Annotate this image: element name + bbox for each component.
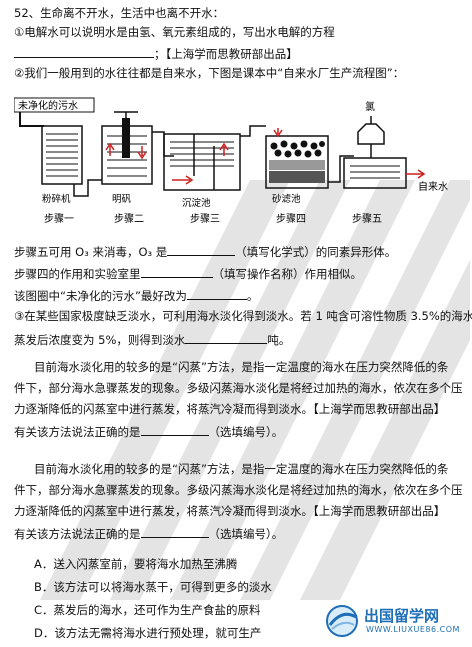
label-sand-filter: 砂滤池	[272, 193, 301, 205]
label-step-2: 步骤二	[114, 213, 144, 225]
option-b[interactable]: B．该方法可以将海水蒸干，可得到更多的淡水	[34, 580, 272, 594]
para1-line-1: 目前海水淡化用的较多的是“闪蒸”方法，是指一定温度的海水在压力突然降低的条	[34, 360, 449, 374]
step4-blank[interactable]	[140, 265, 213, 278]
part3-line-2: 蒸发后浓度变为 5%，则得到淡水吨。	[14, 331, 291, 347]
label-chlorine: 氯	[365, 100, 375, 113]
part1-answer-line: ；【上海学而思教研部出品】	[14, 45, 298, 62]
para2-line-1: 目前海水淡化用的较多的是“闪蒸”方法，是指一定温度的海水在压力突然降低的条	[34, 462, 449, 476]
water-plant-diagram: 未净化的污水	[14, 97, 448, 225]
logo-title: 出国留学网	[364, 607, 440, 625]
para1-blank[interactable]	[140, 423, 209, 436]
label-step-4: 步骤四	[276, 213, 306, 225]
para2-line-2: 件下，部分海水急骤蒸发的现象。多级闪蒸海水淡化是将经过加热的海水，依次在多个压	[14, 483, 463, 497]
question-title: 52、生命离不开水，生活中也离不开水：	[14, 6, 225, 20]
option-d[interactable]: D．该方法无需将海水进行预处理，就可生产	[34, 626, 262, 640]
change-blank[interactable]	[186, 287, 247, 300]
para2-blank[interactable]	[140, 525, 209, 538]
o3-blank[interactable]	[167, 243, 236, 256]
part3-line-1: ③在某些国家极度缺乏淡水，可利用海水淡化得到淡水。若 1 吨含可溶性物质 3.5…	[14, 309, 472, 323]
equation-blank[interactable]	[14, 45, 154, 58]
part2-text: ②我们一般用到的水往往都是自来水，下图是课本中“自来水厂生产流程图”：	[14, 66, 405, 80]
label-step-1: 步骤一	[44, 213, 74, 225]
part1-text: ①电解水可以说明水是由氢、氧元素组成的，写出水电解的方程	[14, 25, 335, 39]
change-question: 该图圈中“未净化的污水”最好改为。	[14, 287, 259, 303]
freshwater-blank[interactable]	[185, 331, 268, 344]
para1-line-4: 有关该方法说法正确的是（选填编号）。	[14, 423, 284, 439]
site-logo: 出国留学网 WWW.LIUXUE86.COM	[324, 603, 464, 639]
para2-line-3: 力逐渐降低的闪蒸室中进行蒸发，将蒸汽冷凝而得到淡水。【上海学而思教研部出品】	[14, 504, 446, 518]
label-step-5: 步骤五	[352, 213, 382, 225]
o3-question: 步骤五可用 O₃ 来消毒，O₃ 是（填写化学式）的同素异形体。	[14, 243, 397, 259]
para2-line-4: 有关该方法说法正确的是（选填编号）。	[14, 525, 284, 541]
label-settling: 沉淀池	[182, 197, 211, 209]
step4-question: 步骤四的作用和实验室里（填写操作名称）作用相似。	[14, 265, 362, 281]
label-raw-water: 未净化的污水	[18, 99, 78, 112]
para1-line-2: 件下，部分海水急骤蒸发的现象。多级闪蒸海水淡化是将经过加热的海水，依次在多个压	[14, 381, 463, 395]
label-crusher: 粉碎机	[42, 193, 71, 205]
label-tap-water: 自来水	[418, 180, 448, 193]
logo-url: WWW.LIUXUE86.COM	[366, 625, 460, 634]
label-step-3: 步骤三	[190, 213, 220, 225]
option-a[interactable]: A．送入闪蒸室前，要将海水加热至沸腾	[34, 557, 238, 571]
label-alum: 明矾	[112, 194, 132, 205]
option-c[interactable]: C．蒸发后的海水，还可作为生产食盐的原料	[34, 603, 261, 617]
para1-line-3: 力逐渐降低的闪蒸室中进行蒸发，将蒸汽冷凝而得到淡水。【上海学而思教研部出品】	[14, 402, 446, 416]
globe-icon	[326, 605, 358, 637]
